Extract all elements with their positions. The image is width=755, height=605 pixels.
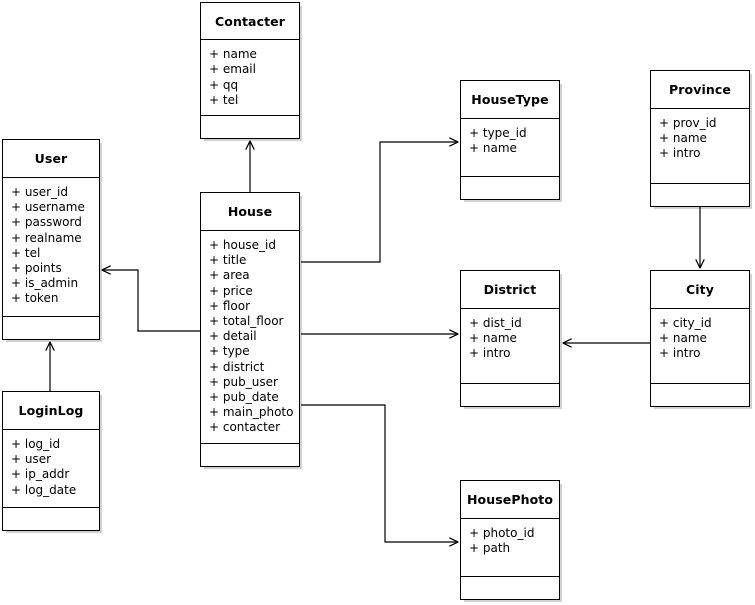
class-box-housetype[interactable]: HouseType + type_id + name	[460, 80, 560, 200]
class-box-housephoto[interactable]: HousePhoto + photo_id + path	[460, 480, 560, 600]
class-attributes-contacter: + name + email + qq + tel	[201, 40, 299, 116]
attribute-row: + points	[11, 261, 62, 276]
attribute-row: + floor	[209, 298, 251, 313]
relation-house-user	[102, 270, 200, 332]
class-box-district[interactable]: District + dist_id + name + intro	[460, 270, 560, 407]
attribute-row: + total_floor	[209, 314, 284, 329]
class-attributes-user: + user_id + username + password + realna…	[3, 178, 99, 317]
attribute-row: + user	[11, 452, 52, 467]
attribute-row: + name	[469, 141, 517, 156]
attribute-row: + area	[209, 268, 250, 283]
class-name-loginlog: LoginLog	[3, 392, 99, 430]
attribute-row: + detail	[209, 329, 257, 344]
attribute-row: + intro	[659, 146, 701, 161]
class-attributes-house: + house_id + title + area + price + floo…	[201, 231, 299, 444]
relation-house-housephoto	[301, 404, 458, 542]
class-name-user: User	[3, 140, 99, 178]
attribute-row: + tel	[209, 92, 239, 107]
attribute-row: + type_id	[469, 126, 527, 140]
attribute-row: + dist_id	[469, 316, 522, 330]
attribute-row: + user_id	[11, 185, 68, 199]
class-box-user[interactable]: User + user_id + username + password + r…	[2, 139, 100, 340]
attribute-row: + email	[209, 62, 256, 77]
attribute-row: + photo_id	[469, 526, 535, 540]
attribute-row: + ip_addr	[11, 467, 70, 482]
class-box-loginlog[interactable]: LoginLog + log_id + user + ip_addr + log…	[2, 391, 100, 531]
attribute-row: + intro	[469, 346, 511, 361]
class-operations-housetype	[461, 177, 559, 199]
attribute-row: + qq	[209, 77, 239, 92]
attribute-row: + path	[469, 541, 511, 556]
attribute-row: + prov_id	[659, 116, 717, 130]
attribute-row: + name	[659, 331, 707, 346]
attribute-row: + contacter	[209, 420, 281, 435]
class-operations-housephoto	[461, 577, 559, 599]
attribute-row: + password	[11, 215, 82, 230]
attribute-row: + district	[209, 359, 265, 374]
attribute-row: + price	[209, 283, 253, 298]
class-attributes-province: + prov_id + name + intro	[651, 109, 749, 184]
class-attributes-district: + dist_id + name + intro	[461, 309, 559, 384]
class-attributes-housetype: + type_id + name	[461, 119, 559, 177]
class-operations-loginlog	[3, 508, 99, 530]
class-attributes-loginlog: + log_id + user + ip_addr + log_date	[3, 430, 99, 508]
class-name-district: District	[461, 271, 559, 309]
class-operations-city	[651, 384, 749, 406]
attribute-row: + log_date	[11, 482, 77, 497]
class-operations-district	[461, 384, 559, 406]
class-operations-house	[201, 444, 299, 466]
class-box-city[interactable]: City + city_id + name + intro	[650, 270, 750, 407]
class-operations-user	[3, 317, 99, 339]
class-box-house[interactable]: House + house_id + title + area + price …	[200, 192, 300, 467]
class-name-city: City	[651, 271, 749, 309]
class-name-contacter: Contacter	[201, 3, 299, 41]
attribute-row: + username	[11, 200, 85, 215]
attribute-row: + tel	[11, 245, 41, 260]
class-box-province[interactable]: Province + prov_id + name + intro	[650, 70, 750, 207]
class-attributes-city: + city_id + name + intro	[651, 309, 749, 384]
attribute-row: + log_id	[11, 437, 61, 451]
class-box-contacter[interactable]: Contacter + name + email + qq + tel	[200, 2, 300, 139]
attribute-row: + realname	[11, 230, 82, 245]
attribute-row: + name	[209, 47, 257, 62]
attribute-row: + pub_date	[209, 390, 279, 405]
attribute-row: + title	[209, 253, 247, 268]
attribute-row: + house_id	[209, 238, 277, 252]
relation-house-housetype	[301, 142, 458, 263]
attribute-row: + is_admin	[11, 276, 79, 291]
class-operations-province	[651, 184, 749, 206]
attribute-row: + type	[209, 344, 250, 359]
class-name-house: House	[201, 193, 299, 231]
class-attributes-housephoto: + photo_id + path	[461, 519, 559, 577]
class-name-housetype: HouseType	[461, 81, 559, 119]
attribute-row: + intro	[659, 346, 701, 361]
attribute-row: + pub_user	[209, 374, 278, 389]
class-name-housephoto: HousePhoto	[461, 481, 559, 519]
attribute-row: + name	[469, 331, 517, 346]
attribute-row: + token	[11, 291, 59, 306]
class-name-province: Province	[651, 71, 749, 109]
attribute-row: + name	[659, 131, 707, 146]
class-operations-contacter	[201, 116, 299, 138]
attribute-row: + main_photo	[209, 405, 294, 420]
attribute-row: + city_id	[659, 316, 712, 330]
